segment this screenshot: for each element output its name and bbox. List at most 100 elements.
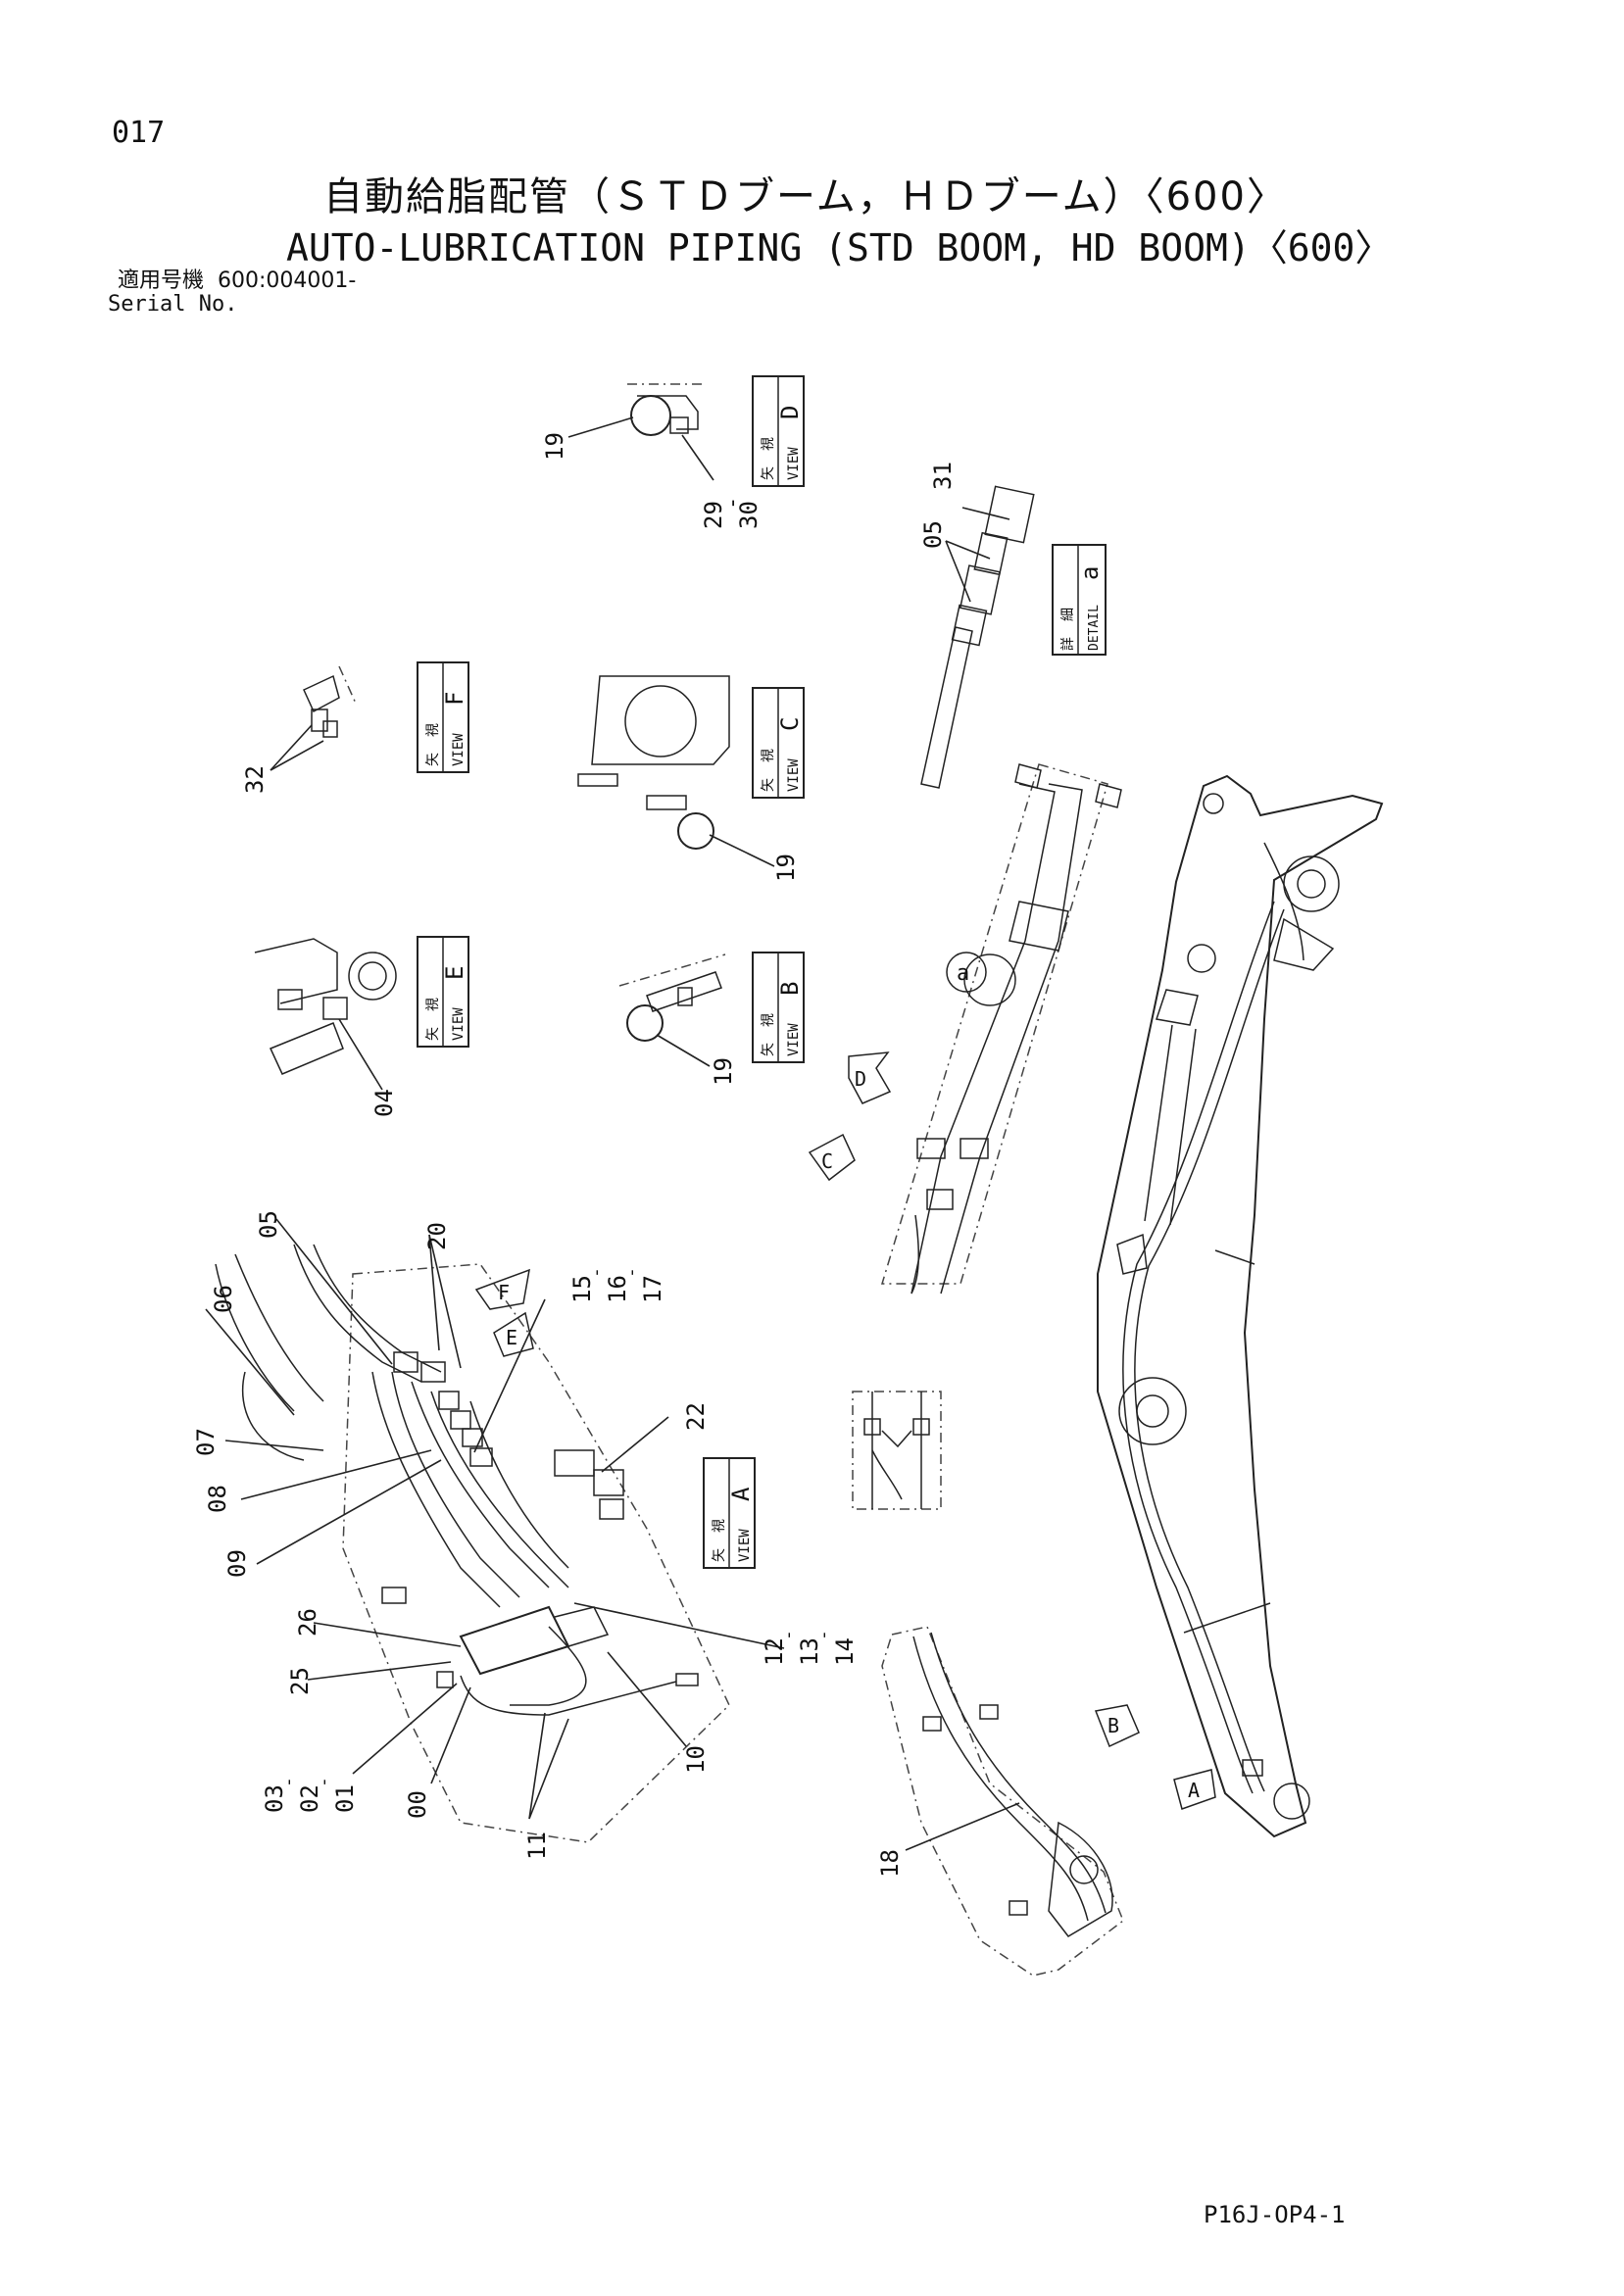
view-f-letter: F (441, 692, 468, 706)
arm-assembly (880, 763, 1122, 1295)
callout-14: 14 (831, 1637, 859, 1666)
view-arrow-c: C (808, 1133, 856, 1182)
view-b-label: 矢 視 VIEW B (752, 952, 805, 1063)
callout-32: 32 (241, 765, 269, 794)
view-a-kanji-1: 矢 (712, 1548, 727, 1562)
detail-a-word: DETAIL (1087, 605, 1102, 651)
view-e-kanji-2: 視 (425, 998, 441, 1011)
view-f-label: 矢 視 VIEW F (417, 661, 469, 773)
view-d-letter: D (776, 406, 804, 419)
callout-20: 20 (423, 1222, 451, 1250)
view-e-kanji-1: 矢 (425, 1027, 441, 1041)
callout-06: 06 (210, 1285, 237, 1313)
title-japanese: 自動給脂配管（ＳＴＤブーム，ＨＤブーム）〈600〉 (323, 174, 1288, 220)
view-a-letter: A (727, 1487, 755, 1501)
cylinder-assembly (881, 1626, 1124, 1977)
callout-05-detail: 05 (919, 520, 947, 549)
callout-29-30-dash: - (720, 497, 745, 510)
serial-value: 600:004001- (218, 269, 357, 293)
view-arrow-d: D (848, 1051, 892, 1104)
detail-a-letter: a (1076, 566, 1104, 580)
callout-31: 31 (929, 462, 957, 490)
view-f-view-word: VIEW (451, 733, 467, 766)
callout-16-17-dash: - (621, 1267, 642, 1278)
callout-22: 22 (682, 1402, 710, 1431)
view-a-kanji-2: 視 (712, 1519, 727, 1533)
detail-a-drawing (920, 485, 1035, 789)
view-arrow-e: E (493, 1311, 534, 1357)
view-c-letter: C (776, 717, 804, 731)
detail-a-marker: a (946, 952, 987, 993)
view-b-kanji-2: 視 (761, 1013, 776, 1027)
serial-label-en: Serial No. (108, 292, 238, 317)
view-c-kanji-2: 視 (761, 749, 776, 762)
view-a-assembly (205, 1218, 785, 1843)
serial-line: 適用号機 600:004001- (118, 263, 356, 294)
arrow-d-letter: D (855, 1067, 866, 1091)
detail-a-marker-letter: a (957, 961, 969, 986)
view-arrow-f: F (474, 1268, 530, 1310)
callout-00: 00 (404, 1790, 431, 1819)
callout-01: 01 (331, 1784, 359, 1813)
callout-26: 26 (294, 1608, 321, 1637)
callout-29: 29 (700, 501, 727, 529)
callout-08: 08 (204, 1485, 231, 1513)
callout-02-01-dash: - (314, 1777, 334, 1787)
view-arrow-a: A (1173, 1769, 1216, 1810)
callout-10: 10 (682, 1745, 710, 1774)
callout-09: 09 (223, 1549, 251, 1578)
view-d-label: 矢 視 VIEW D (752, 375, 805, 487)
view-c-label: 矢 視 VIEW C (752, 687, 805, 799)
view-e-view-word: VIEW (451, 1007, 467, 1041)
view-d-kanji-1: 矢 (761, 466, 776, 480)
view-b-view-word: VIEW (786, 1023, 802, 1056)
arrow-e-letter: E (506, 1326, 517, 1349)
view-b-kanji-1: 矢 (761, 1043, 776, 1056)
view-a-view-word: VIEW (737, 1529, 753, 1562)
view-f-detail (270, 665, 358, 771)
boom-assembly (1097, 774, 1384, 1838)
view-c-kanji-1: 矢 (761, 778, 776, 792)
callout-03: 03 (261, 1784, 288, 1813)
arrow-f-letter: F (498, 1281, 510, 1304)
arrow-c-letter: C (821, 1149, 833, 1173)
callout-11: 11 (523, 1832, 551, 1860)
detail-a-label: 詳 細 DETAIL a (1052, 544, 1107, 656)
callout-25: 25 (286, 1667, 314, 1695)
view-e-detail (254, 938, 397, 1091)
view-d-view-word: VIEW (786, 447, 802, 480)
callout-17: 17 (639, 1275, 666, 1303)
view-f-kanji-2: 視 (425, 723, 441, 737)
callout-07: 07 (192, 1428, 220, 1456)
title-english: AUTO-LUBRICATION PIPING (STD BOOM, HD BO… (286, 226, 1393, 269)
callout-04: 04 (370, 1089, 398, 1117)
view-f-kanji-1: 矢 (425, 753, 441, 766)
view-d-detail (567, 383, 714, 481)
arrow-a-letter: A (1188, 1779, 1200, 1802)
callout-13-14-dash: - (813, 1630, 834, 1640)
callouts: 19 29 - 30 31 05 32 19 04 19 05 20 06 15… (192, 432, 957, 1878)
detail-a-kanji-2: 細 (1060, 608, 1076, 621)
view-d-kanji-2: 視 (761, 437, 776, 451)
callout-12-13-dash: - (778, 1630, 799, 1640)
callout-30: 30 (735, 501, 763, 529)
view-a-label: 矢 視 VIEW A (703, 1457, 756, 1569)
callout-15: 15 (568, 1275, 596, 1303)
view-c-view-word: VIEW (786, 758, 802, 792)
callout-05: 05 (255, 1210, 282, 1239)
callout-02: 02 (296, 1784, 323, 1813)
callout-19-view-d: 19 (541, 432, 568, 461)
callout-19-view-b: 19 (710, 1057, 737, 1086)
arrow-b-letter: B (1107, 1714, 1119, 1737)
view-e-label: 矢 視 VIEW E (417, 936, 469, 1048)
view-c-detail (577, 675, 775, 867)
callout-03-02-dash: - (278, 1777, 299, 1787)
view-b-detail (618, 953, 726, 1067)
detail-a-kanji-1: 詳 (1060, 637, 1076, 651)
view-b-letter: B (776, 982, 804, 996)
callout-15-16-dash: - (586, 1267, 607, 1278)
callout-13: 13 (796, 1637, 823, 1666)
view-arrow-b: B (1094, 1704, 1140, 1748)
serial-label-jp: 適用号機 (118, 269, 205, 293)
